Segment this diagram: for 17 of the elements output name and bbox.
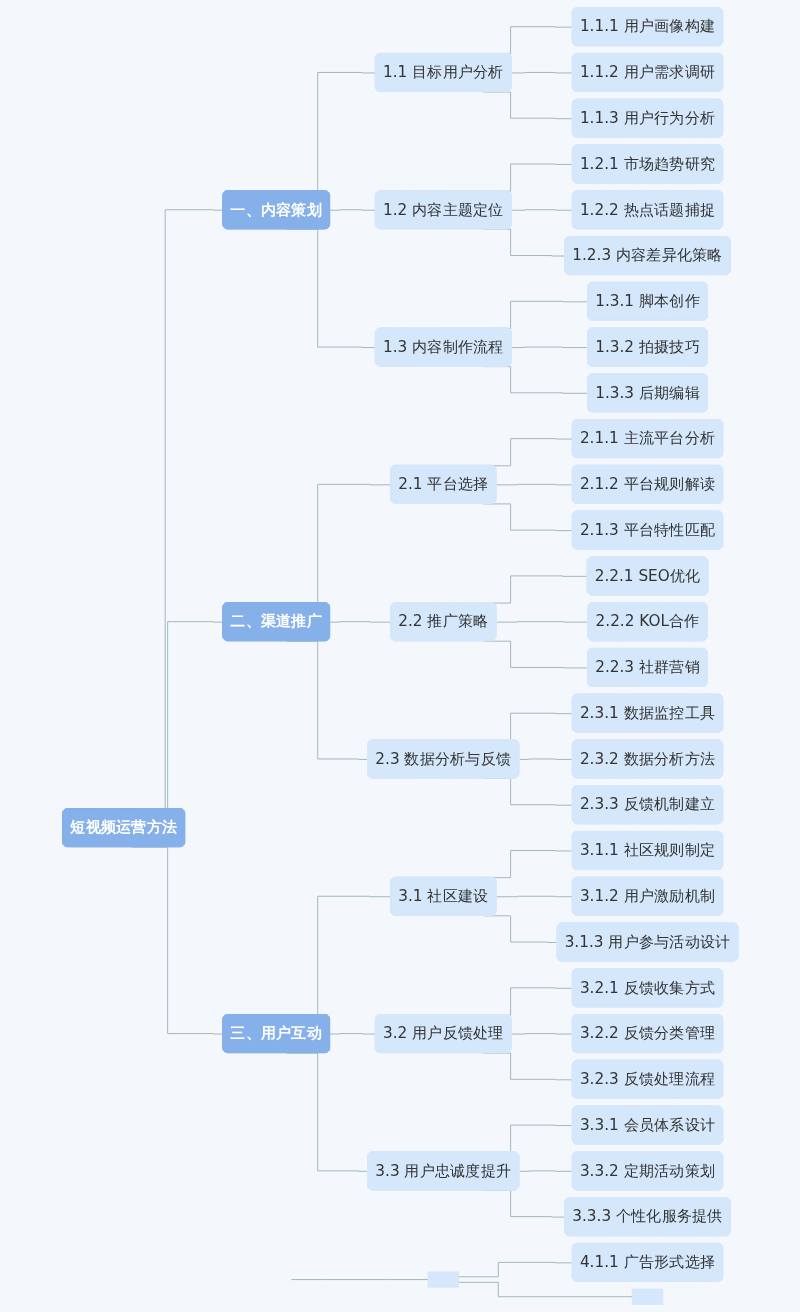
connector: [457, 1281, 633, 1298]
connector: [510, 209, 573, 211]
connector: [518, 758, 573, 760]
connector: [495, 895, 573, 898]
node-box: [427, 1271, 459, 1288]
connector: [518, 1170, 573, 1172]
connector: [329, 1033, 376, 1035]
connector: [457, 1261, 573, 1278]
connector: [329, 621, 392, 623]
connector: [510, 1033, 573, 1035]
connector: [510, 346, 589, 349]
node-box: [631, 1288, 663, 1305]
connector: [510, 72, 573, 74]
connector: [495, 621, 589, 623]
connector: [495, 483, 573, 486]
connector: [329, 209, 376, 211]
connector: [290, 1279, 429, 1281]
